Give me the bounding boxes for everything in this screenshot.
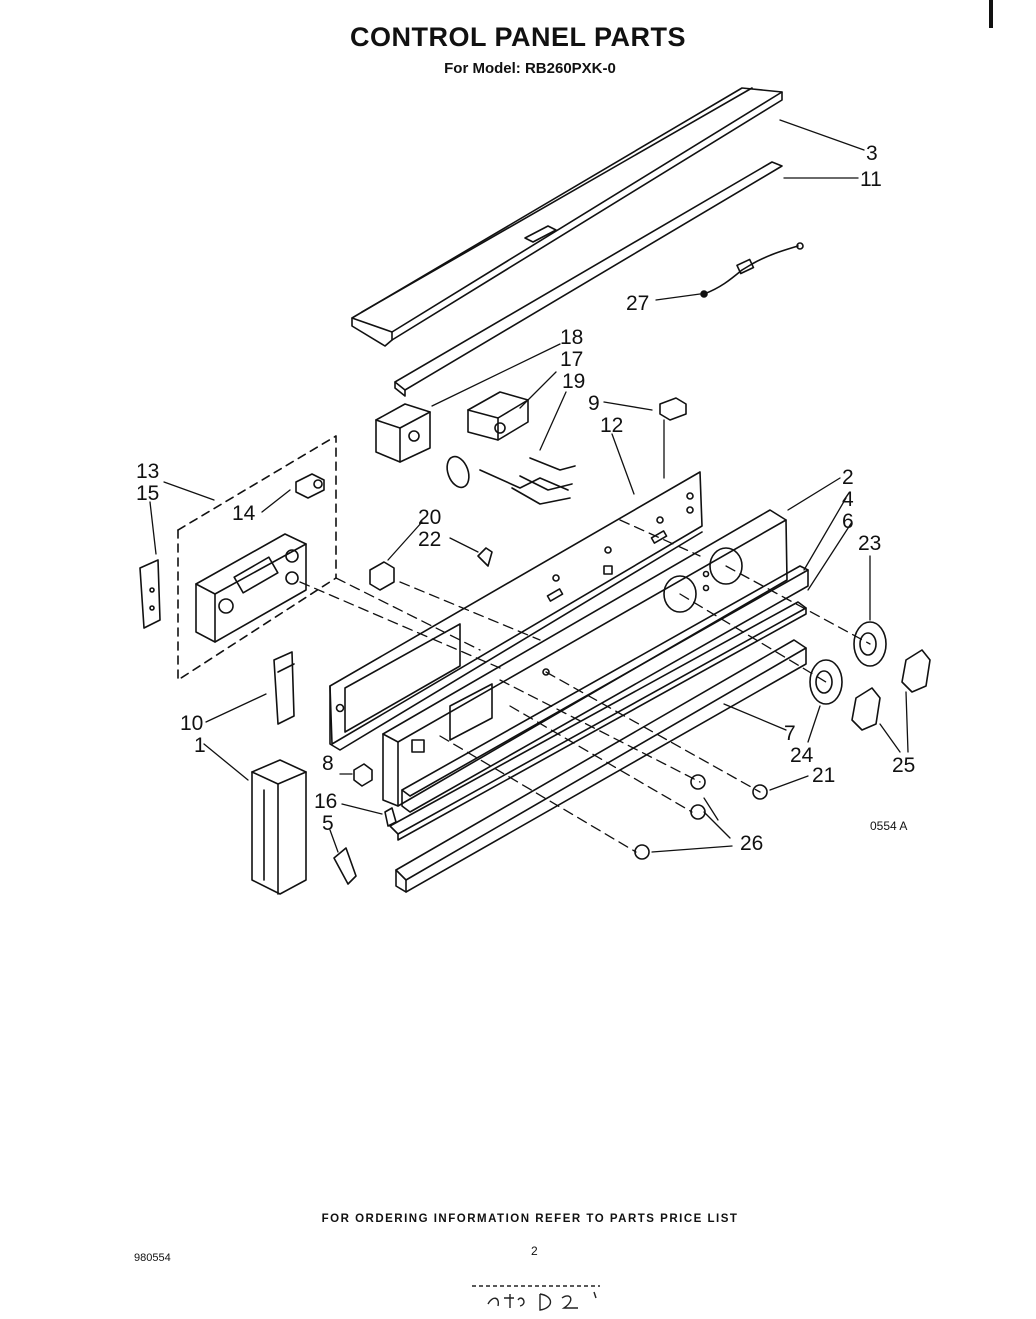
callout-7: 7	[784, 722, 796, 745]
callout-17: 17	[560, 348, 583, 371]
part-6-trim	[389, 601, 807, 841]
exploded-parts-diagram: 3 11 27 18 17 19 9 12 2 4 6 23 13 15 14 …	[136, 87, 931, 895]
callout-8: 8	[322, 752, 334, 775]
page-title: CONTROL PANEL PARTS	[349, 22, 687, 52]
callout-22: 22	[418, 528, 441, 551]
part-8-knob	[353, 763, 373, 787]
part-20-switch	[369, 561, 395, 591]
callout-25: 25	[892, 754, 915, 777]
callout-19: 19	[562, 370, 585, 393]
part-25-knob-b	[851, 687, 881, 731]
callout-1: 1	[194, 734, 206, 757]
part-7-bottom-channel	[395, 639, 807, 893]
callout-4: 4	[842, 488, 854, 511]
callout-15: 15	[136, 482, 159, 505]
model-subtitle: For Model: RB260PXK-0	[444, 60, 616, 77]
callout-12: 12	[600, 414, 623, 437]
callout-5: 5	[322, 812, 334, 835]
part-5-cap	[333, 847, 357, 885]
diagram-reference: 0554 A	[870, 819, 907, 833]
callout-16: 16	[314, 790, 337, 813]
callout-27: 27	[626, 292, 649, 315]
callout-9: 9	[588, 392, 600, 415]
part-23-bezel	[853, 621, 887, 667]
callout-23: 23	[858, 532, 881, 555]
part-25-knob-a	[901, 649, 931, 693]
document-number: 980554	[134, 1252, 171, 1264]
callout-13: 13	[136, 460, 159, 483]
part-13-module	[177, 435, 337, 681]
part-26-knobs	[634, 774, 706, 860]
part-2-front-panel	[382, 509, 788, 807]
part-16-bracket	[384, 807, 397, 827]
part-21-knob	[752, 784, 768, 800]
part-22-lever	[477, 547, 493, 567]
handwritten-mark	[472, 1285, 600, 1311]
callout-3: 3	[866, 142, 878, 165]
callout-24: 24	[790, 744, 814, 767]
callout-labels: 3 11 27 18 17 19 9 12 2 4 6 23 13 15 14 …	[136, 142, 915, 855]
part-15-bracket	[139, 559, 161, 629]
part-12-control-panel	[329, 471, 703, 751]
callout-6: 6	[842, 510, 854, 533]
callout-18: 18	[560, 326, 583, 349]
page-edge-mark	[989, 0, 993, 28]
part-24-bezel	[809, 659, 843, 705]
callout-2: 2	[842, 466, 854, 489]
part-17-box	[467, 391, 529, 441]
part-14-clip	[295, 473, 325, 499]
part-27-wire-lead	[700, 242, 804, 298]
part-11-strip	[394, 161, 783, 397]
callout-26: 26	[740, 832, 763, 855]
callout-20: 20	[418, 506, 441, 529]
part-9-clip	[659, 397, 687, 421]
leader-lines	[149, 119, 909, 853]
part-3-top-trim	[351, 87, 783, 347]
callout-10: 10	[180, 712, 203, 735]
part-10-bracket	[273, 651, 295, 725]
ordering-info-footer: FOR ORDERING INFORMATION REFER TO PARTS …	[321, 1213, 739, 1225]
callout-11: 11	[860, 168, 882, 191]
callout-21: 21	[812, 764, 835, 787]
page-number: 2	[531, 1244, 538, 1258]
part-1-end-cap	[251, 759, 307, 895]
callout-14: 14	[232, 502, 256, 525]
part-19-wiring	[446, 455, 576, 505]
part-4-trim	[401, 565, 809, 813]
part-18-box	[375, 403, 431, 463]
